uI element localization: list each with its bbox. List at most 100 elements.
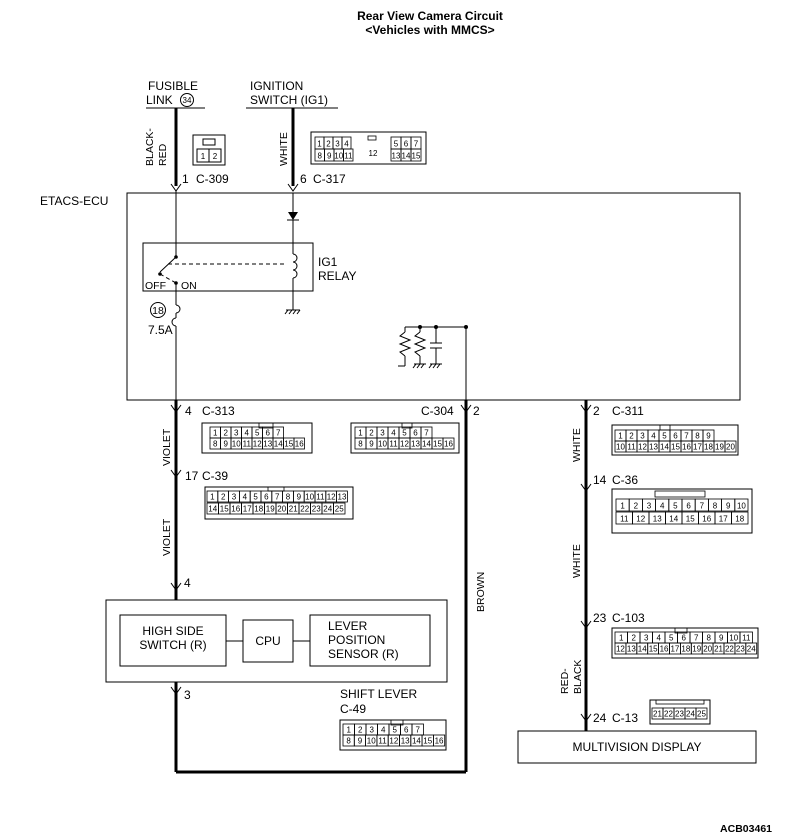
c103-face-pin-label: 6 <box>682 634 687 643</box>
c311-face-pin-label: 12 <box>638 443 647 452</box>
fusible-link-number-circle <box>180 93 194 107</box>
c313-pin: 4 <box>185 404 192 418</box>
c39-face-cell <box>333 502 346 515</box>
c103-face-pin-label: 1 <box>619 634 624 643</box>
c103-face-pin-label: 12 <box>616 645 625 654</box>
c49-face-pin-label: 14 <box>412 737 421 746</box>
c304-face-pin-label: 12 <box>400 440 409 449</box>
c311-face-pin-label: 16 <box>682 443 691 452</box>
fuse-symbol <box>171 304 181 327</box>
c304-face-pin-label: 6 <box>413 429 418 438</box>
c103-face-pin-label: 9 <box>719 634 724 643</box>
c36-face-pin-label: 6 <box>686 502 691 511</box>
c103-face-pin-label: 4 <box>657 634 662 643</box>
c13-face-pin-label: 25 <box>697 710 706 719</box>
c313-face-pin-label: 12 <box>253 440 262 449</box>
c309-id: C-309 <box>196 172 229 186</box>
c103-face-pin-label: 10 <box>729 634 738 643</box>
c313-face-pin-label: 10 <box>232 440 241 449</box>
lever-position-sensor-label-1: LEVER <box>328 619 368 633</box>
c313-face-pin-label: 2 <box>224 429 229 438</box>
c49-id: C-49 <box>340 702 366 716</box>
wire-color-red-black-1: RED- <box>559 668 571 694</box>
c103-face-pin-label: 18 <box>681 645 690 654</box>
c103-face-pin-label: 7 <box>694 634 699 643</box>
wire-color-violet-1: VIOLET <box>161 428 173 466</box>
c304-face-pin-label: 13 <box>411 440 420 449</box>
c304-face-cell <box>442 437 455 450</box>
c103-face-pin-label: 22 <box>725 645 734 654</box>
c103-face-pin-label: 19 <box>692 645 701 654</box>
c311-face-pin-label: 5 <box>662 432 667 441</box>
c49-in-terminal-mark <box>170 582 182 591</box>
c313-face-pin-label: 9 <box>224 440 229 449</box>
c36-face-pin-label: 5 <box>673 502 678 511</box>
switch-arc <box>159 273 177 284</box>
c317-face-center-pin: 12 <box>369 149 378 158</box>
wire-color-red-black-2: BLACK <box>572 660 584 694</box>
c311-face-pin-label: 14 <box>660 443 669 452</box>
c13-face-cell <box>695 707 708 720</box>
c39-face-pin-label: 1 <box>210 493 215 502</box>
c317-face-pin-label: 13 <box>392 152 401 161</box>
c49-face-pin-label: 11 <box>378 737 387 746</box>
c313-face-latch <box>258 422 274 429</box>
wire-color-white-ig1: WHITE <box>278 132 290 166</box>
c103-face-pin-label: 11 <box>742 634 751 643</box>
c103-id: C-103 <box>612 611 645 625</box>
c311-face-pin-label: 4 <box>651 432 656 441</box>
c13-pin: 24 <box>593 711 607 725</box>
c313-face-pin-label: 13 <box>263 440 272 449</box>
c304-terminal-mark <box>460 404 472 413</box>
c49-face-pin-label: 7 <box>416 726 421 735</box>
c304-face-pin-label: 14 <box>422 440 431 449</box>
c36-face-pin-label: 4 <box>660 502 665 511</box>
fuse-number: 18 <box>152 305 164 317</box>
c39-face-pin-label: 24 <box>323 505 332 514</box>
c39-face-pin-label: 3 <box>232 493 237 502</box>
c311-face-pin-label: 6 <box>673 432 678 441</box>
c304-face-pin-label: 8 <box>358 440 363 449</box>
c304-face-pin-label: 1 <box>358 429 363 438</box>
c313-face-pin-label: 16 <box>295 440 304 449</box>
c49-face-cell <box>432 734 446 747</box>
c103-face-pin-label: 20 <box>703 645 712 654</box>
wire-color-brown: BROWN <box>475 572 487 612</box>
c49-face-pin-label: 5 <box>393 726 398 735</box>
c13-face-latch <box>655 699 705 705</box>
c36-face-outline <box>611 488 753 534</box>
c304-id: C-304 <box>421 404 454 418</box>
c304-face-pin-label: 2 <box>369 429 374 438</box>
c49-out-terminal-mark <box>170 686 182 695</box>
c39-face-pin-label: 15 <box>220 505 229 514</box>
c311-face-pin-label: 7 <box>684 432 689 441</box>
c313-face-pin-label: 14 <box>274 440 283 449</box>
c317-face-latch <box>367 135 377 141</box>
lever-position-sensor-label-2: POSITION <box>328 633 385 647</box>
c36-face-pin-label: 8 <box>713 502 718 511</box>
c39-face-pin-label: 12 <box>327 493 336 502</box>
c103-face-pin-label: 21 <box>714 645 723 654</box>
c313-face-pin-label: 15 <box>284 440 293 449</box>
c103-face-pin-label: 24 <box>747 645 756 654</box>
c309-pin: 1 <box>182 172 189 186</box>
c103-face-pin-label: 13 <box>627 645 636 654</box>
multivision-display-box <box>517 730 757 764</box>
wire-color-white-2: WHITE <box>571 544 583 578</box>
c49-face-pin-label: 10 <box>367 737 376 746</box>
c39-face-pin-label: 13 <box>338 493 347 502</box>
c39-face-pin-label: 10 <box>305 493 314 502</box>
c36-face-pin-label: 17 <box>719 515 728 524</box>
svg-text:2: 2 <box>213 152 218 161</box>
c304-face-pin-label: 16 <box>444 440 453 449</box>
c39-face-pin-label: 17 <box>243 505 252 514</box>
c313-face-pin-label: 5 <box>255 429 260 438</box>
c317-face-pin-label: 10 <box>334 152 343 161</box>
c311-pin: 2 <box>593 404 600 418</box>
c36-face-pin-label: 15 <box>686 515 695 524</box>
